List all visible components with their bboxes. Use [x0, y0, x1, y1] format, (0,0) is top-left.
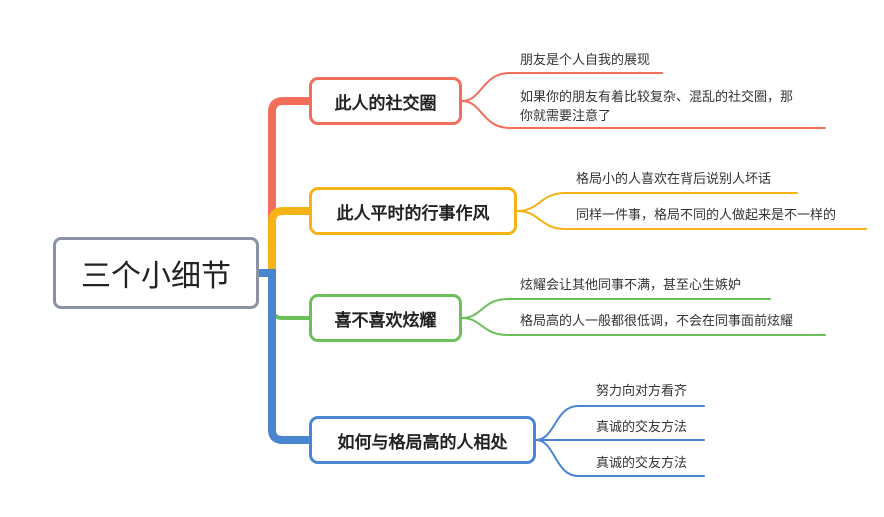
branch-social-circle[interactable]: 此人的社交圈	[309, 77, 462, 125]
leaf-line-red-1	[461, 72, 663, 102]
branch-label: 此人的社交圈	[334, 93, 437, 114]
branch-label: 如何与格局高的人相处	[337, 432, 508, 453]
branch-show-off[interactable]: 喜不喜欢炫耀	[309, 294, 462, 342]
leaf-show-off-1[interactable]: 炫耀会让其他同事不满，甚至心生嫉妒	[520, 278, 742, 293]
leaf-behavior-2[interactable]: 同样一件事，格局不同的人做起来是不一样的	[576, 208, 837, 223]
leaf-line-blue-1	[535, 405, 705, 441]
leaf-line-orange-2	[516, 210, 867, 230]
leaf-get-along-2[interactable]: 真诚的交友方法	[596, 420, 688, 435]
leaf-line-green-1	[461, 298, 771, 319]
root-label: 三个小细节	[81, 259, 231, 294]
branch-get-along[interactable]: 如何与格局高的人相处	[309, 416, 536, 464]
leaf-social-circle-2[interactable]: 如果你的朋友有着比较复杂、混乱的社交圈，那 你就需要注意了	[520, 90, 794, 124]
leaf-line-red-2	[461, 100, 826, 129]
leaf-line-blue-3	[535, 439, 705, 477]
leaf-get-along-1[interactable]: 努力向对方看齐	[596, 384, 688, 399]
branch-label: 此人平时的行事作风	[336, 203, 490, 224]
branch-behavior[interactable]: 此人平时的行事作风	[309, 187, 517, 235]
leaf-get-along-3[interactable]: 真诚的交友方法	[596, 456, 688, 471]
leaf-behavior-1[interactable]: 格局小的人喜欢在背后说别人坏话	[576, 172, 772, 187]
root-node[interactable]: 三个小细节	[53, 237, 259, 309]
trunk-red	[255, 97, 313, 277]
leaf-line-green-2	[461, 317, 826, 336]
leaf-line-orange-1	[516, 192, 798, 212]
trunk-orange	[255, 207, 313, 277]
trunk-green	[257, 271, 311, 320]
trunk-blue	[255, 269, 313, 444]
leaf-show-off-2[interactable]: 格局高的人一般都很低调，不会在同事面前炫耀	[520, 314, 794, 329]
leaf-social-circle-1[interactable]: 朋友是个人自我的展现	[520, 53, 651, 68]
branch-label: 喜不喜欢炫耀	[334, 310, 437, 331]
